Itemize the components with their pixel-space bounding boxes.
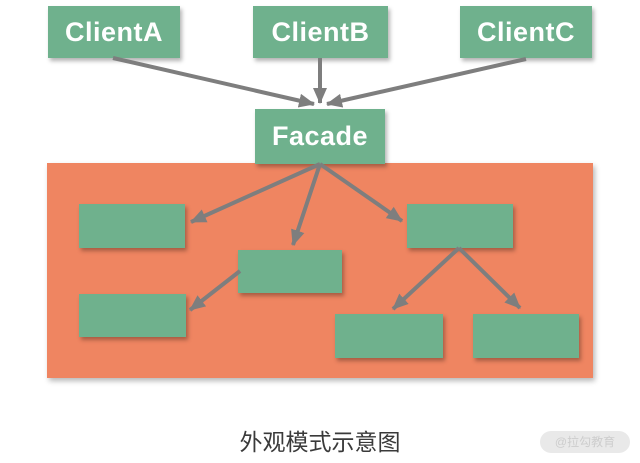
node-client-b: ClientB bbox=[253, 6, 388, 58]
diagram-caption: 外观模式示意图 bbox=[239, 429, 401, 455]
watermark-badge: @拉勾教育 bbox=[540, 431, 630, 453]
node-subsystem-1 bbox=[79, 204, 185, 248]
node-subsystem-5 bbox=[335, 314, 443, 358]
node-subsystem-6 bbox=[473, 314, 579, 358]
node-subsystem-3 bbox=[407, 204, 513, 248]
edge-clienta-to-facade bbox=[112, 56, 315, 108]
node-client-c: ClientC bbox=[460, 6, 592, 58]
node-subsystem-4 bbox=[79, 294, 186, 337]
node-subsystem-2 bbox=[238, 250, 342, 293]
edge-clientc-to-facade bbox=[326, 57, 527, 108]
node-facade: Facade bbox=[255, 109, 385, 164]
node-client-a: ClientA bbox=[48, 6, 180, 58]
